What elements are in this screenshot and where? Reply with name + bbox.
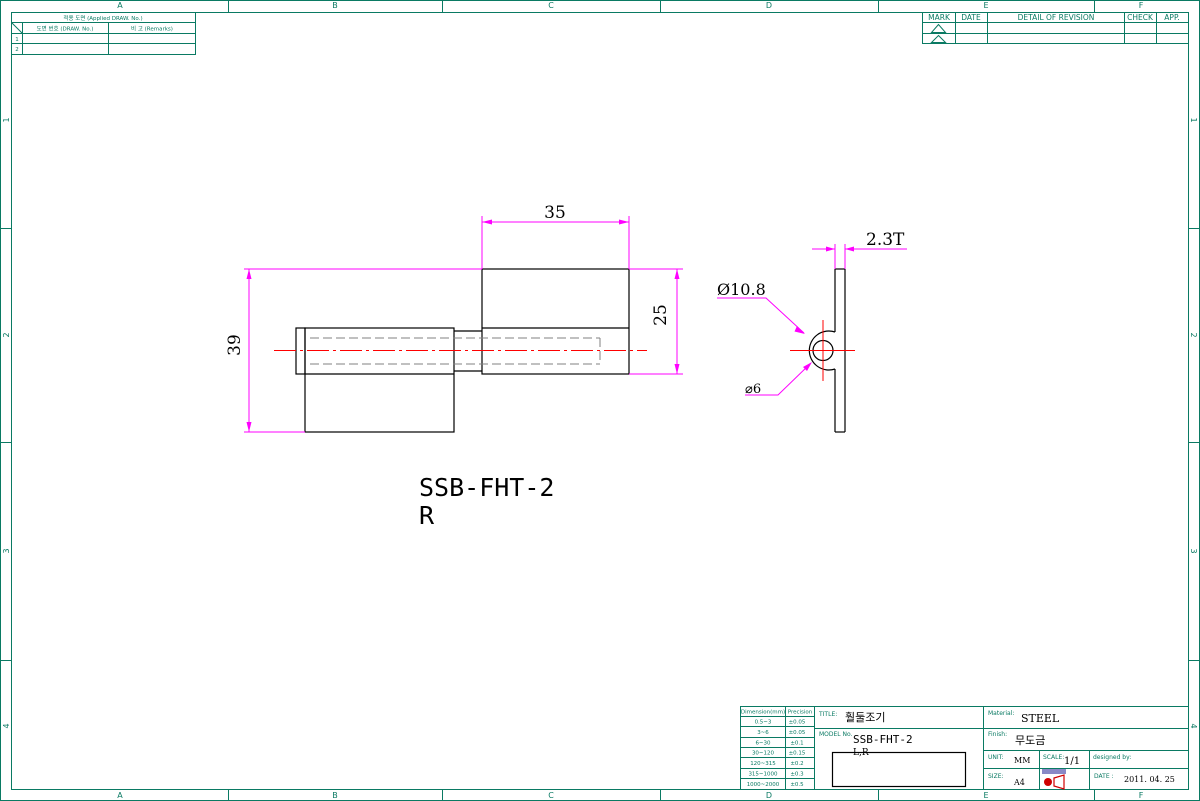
front-view-dimension-arrows [246,219,680,432]
applied-table-header: 적용 도면 (Applied DRAW. No.) [63,14,142,22]
finish-label: Finish: [988,731,1007,738]
model-label: MODEL No. [819,731,853,738]
tolerance-range: 6~30 [755,741,771,747]
revision-header-app: APP. [1164,13,1179,22]
dimension-thickness: 2.3T [866,230,905,250]
unit-value: MM [1014,756,1030,765]
tolerance-value: ±0.05 [789,730,806,736]
material-label: Material: [988,710,1014,717]
zone-col-label: E [983,791,988,800]
model-number: SSB-FHT-2 [853,733,913,746]
zone-row-label: 4 [1189,723,1198,728]
side-view-centerlines [790,320,855,381]
projection-symbol-icon [1042,769,1066,790]
zone-col-label: E [983,1,988,10]
part-label: SSB-FHT-2 R [419,473,554,530]
scale-label: SCALE: [1043,754,1064,761]
part-label-model: SSB-FHT-2 [419,473,554,502]
dimension-height-total: 39 [225,334,245,356]
tolerance-range: 3~6 [757,730,769,736]
applied-table-col-remarks: 비 고 (Remarks) [131,25,173,33]
part-label-side: R [419,501,435,530]
tolerance-header-precision: Precision [788,710,813,716]
front-view-dimension-lines [244,216,683,433]
tolerance-range: 1000~2000 [747,782,780,788]
zone-row-label: 2 [1189,332,1198,337]
front-view: 35 39 25 [225,203,683,433]
model-suffix: L,R [853,748,869,758]
zone-col-label: D [766,791,772,800]
tolerance-value: ±0.15 [789,751,806,757]
zone-row-label: 3 [1189,548,1198,553]
zone-col-label: D [766,1,772,10]
tolerance-range: 315~1000 [748,772,778,778]
drawing-title: 훨둘조기 [845,711,885,724]
zone-row-label: 1 [2,117,11,122]
zone-row-label: 4 [2,723,11,728]
tolerance-value: ±0.3 [790,772,804,778]
applied-table-col-drawing: 도면 번호 (DRAW. No.) [37,25,94,33]
title-block: TITLE: MODEL No. Material: Finish: UNIT:… [814,706,1189,790]
zone-col-label: F [1139,791,1144,800]
dimension-width: 35 [544,203,566,223]
revision-header-date: DATE [961,13,981,22]
dimension-outer-diameter: Ø10.8 [717,280,766,299]
revision-triangle-icon [930,23,947,43]
zone-col-label: C [548,1,554,10]
date-label: DATE : [1094,773,1114,780]
dimension-inner-diameter: ⌀6 [745,382,761,397]
dimension-height-leaf: 25 [651,304,671,326]
zone-col-label: C [548,791,554,800]
designed-label: designed by: [1093,754,1131,761]
applied-table-row-number: 2 [15,47,19,53]
zone-col-label: B [332,791,338,800]
tolerance-range: 0.5~3 [755,720,772,726]
zone-col-label: A [117,1,123,10]
zone-row-label: 2 [2,332,11,337]
model-image-box [831,751,967,788]
scale-value: 1/1 [1064,756,1080,767]
size-value: A4 [1013,778,1025,787]
tolerance-table: Dimension(mm) Precision 0.5~3 ±0.05 3~6 … [740,706,815,790]
zone-col-label: B [332,1,338,10]
revision-table: MARK DATE DETAIL OF REVISION CHECK APP. [922,12,1189,44]
side-view-dimension-lines [717,244,907,396]
tolerance-range: 120~315 [750,761,776,767]
unit-label: UNIT: [988,754,1004,761]
front-view-outline [295,268,630,433]
zone-col-label: A [117,791,123,800]
finish-value: 무도금 [1015,734,1045,747]
applied-drawing-table: 적용 도면 (Applied DRAW. No.) 도면 번호 (DRAW. N… [11,12,196,55]
tolerance-value: ±0.5 [790,782,804,788]
size-label: SIZE: [988,773,1004,780]
tolerance-value: ±0.2 [790,761,803,767]
zone-row-label: 1 [1189,117,1198,122]
title-label: TITLE: [818,711,837,718]
material-value: STEEL [1021,712,1060,725]
side-view-dimension-arrows [794,246,854,371]
revision-header-detail: DETAIL OF REVISION [1018,13,1095,22]
tolerance-value: ±0.1 [790,741,803,747]
zone-col-label: F [1139,1,1144,10]
applied-table-row-number: 1 [15,37,19,43]
revision-header-mark: MARK [928,13,951,22]
revision-header-check: CHECK [1127,13,1154,22]
zone-row-label: 3 [2,548,11,553]
tolerance-header-dimension: Dimension(mm) [741,710,785,716]
side-view: 2.3T Ø10.8 ⌀6 [717,230,907,433]
date-value: 2011. 04. 25 [1124,775,1175,784]
tolerance-range: 30~120 [752,751,775,757]
tolerance-value: ±0.05 [789,720,806,726]
